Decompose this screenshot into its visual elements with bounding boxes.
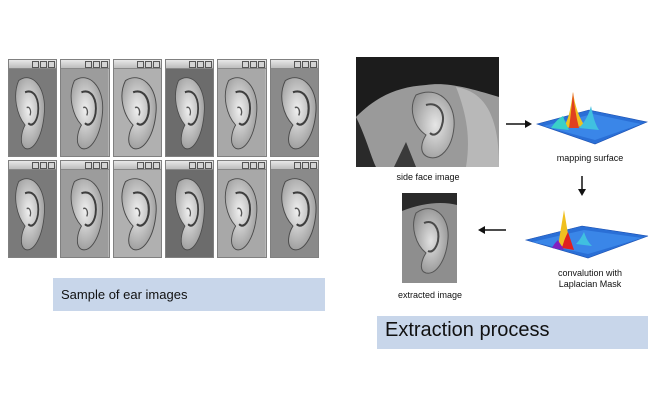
window-titlebar xyxy=(218,60,266,69)
ear-photo xyxy=(61,69,109,156)
ear-photo xyxy=(270,69,318,156)
ear-photo xyxy=(9,170,57,257)
extraction-title-box: Extraction process xyxy=(377,316,648,349)
window-titlebar xyxy=(165,161,214,170)
ear-image-window xyxy=(112,160,162,258)
arrow-right-icon xyxy=(506,120,532,128)
window-titlebar xyxy=(113,161,161,170)
ear-image-window xyxy=(269,59,319,157)
window-titlebar xyxy=(165,60,214,69)
ear-image-window xyxy=(60,59,110,157)
side-face-image xyxy=(356,57,499,167)
window-titlebar xyxy=(9,60,57,69)
ear-photo xyxy=(218,170,266,257)
ear-image-window xyxy=(164,160,215,258)
extracted-image-label: extracted image xyxy=(397,290,463,300)
extracted-image xyxy=(402,193,457,283)
convolution-label: convalution with Laplacian Mask xyxy=(525,268,655,290)
arrow-left-icon xyxy=(478,226,506,234)
ear-image-window xyxy=(112,59,162,157)
window-titlebar xyxy=(218,161,266,170)
mapping-surface-plot xyxy=(535,92,649,145)
ear-photo xyxy=(165,170,214,257)
ear-photo xyxy=(218,69,266,156)
ear-image-window xyxy=(60,160,110,258)
ear-photo xyxy=(113,170,161,257)
window-titlebar xyxy=(270,60,318,69)
window-titlebar xyxy=(61,60,109,69)
sample-caption: Sample of ear images xyxy=(61,287,188,302)
arrow-down-icon xyxy=(578,176,586,196)
ear-image-window xyxy=(164,59,215,157)
window-titlebar xyxy=(270,161,318,170)
ear-sample-grid xyxy=(8,59,319,258)
ear-photo xyxy=(9,69,57,156)
ear-image-window xyxy=(217,59,267,157)
convolution-label-line2: Laplacian Mask xyxy=(558,279,622,289)
mapping-surface-label: mapping surface xyxy=(556,153,624,163)
window-titlebar xyxy=(61,161,109,170)
ear-photo xyxy=(270,170,318,257)
ear-image-window xyxy=(8,59,58,157)
window-titlebar xyxy=(9,161,57,170)
side-face-label: side face image xyxy=(396,172,460,182)
laplacian-surface-plot xyxy=(524,210,649,259)
ear-image-window xyxy=(269,160,319,258)
ear-photo xyxy=(61,170,109,257)
ear-photo xyxy=(113,69,161,156)
ear-photo xyxy=(165,69,214,156)
convolution-label-line1: convalution with xyxy=(557,268,623,278)
ear-image-window xyxy=(217,160,267,258)
ear-image-window xyxy=(8,160,58,258)
sample-caption-box: Sample of ear images xyxy=(53,278,325,311)
extraction-title: Extraction process xyxy=(385,319,550,341)
window-titlebar xyxy=(113,60,161,69)
